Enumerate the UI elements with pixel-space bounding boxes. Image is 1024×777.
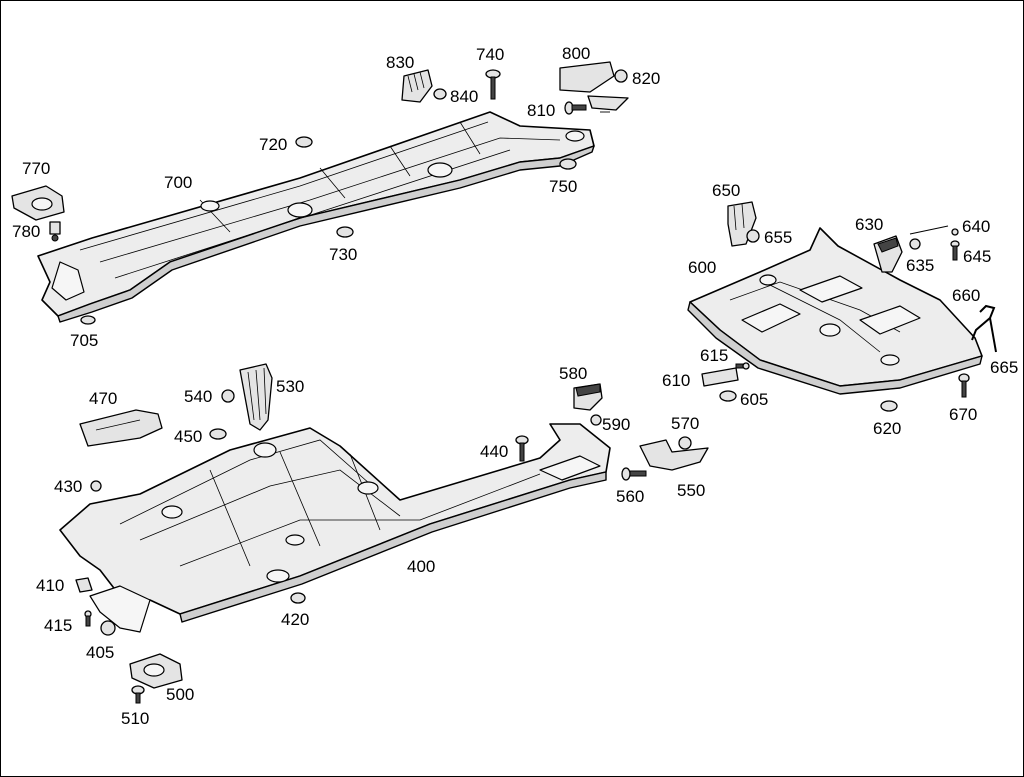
label-part-620: 620 xyxy=(873,419,902,438)
label-part-660: 660 xyxy=(952,286,981,305)
clip-610 xyxy=(701,367,739,387)
label-part-740: 740 xyxy=(476,45,505,64)
rubber-block-630 xyxy=(873,235,903,273)
label-part-780: 780 xyxy=(12,222,41,241)
label-part-500: 500 xyxy=(166,685,195,704)
label-part-405: 405 xyxy=(86,643,115,662)
nut-655 xyxy=(746,229,760,243)
nut-750 xyxy=(559,158,577,170)
screw-740 xyxy=(485,69,501,100)
rubber-block-580 xyxy=(573,383,603,411)
label-part-610: 610 xyxy=(662,371,691,390)
label-part-580: 580 xyxy=(559,364,588,383)
label-part-540: 540 xyxy=(184,387,213,406)
label-part-640: 640 xyxy=(962,217,991,236)
nut-705 xyxy=(80,315,96,325)
screw-440 xyxy=(515,435,529,462)
bracket-470 xyxy=(79,409,163,447)
bracket-770 xyxy=(11,185,65,221)
label-part-560: 560 xyxy=(616,487,645,506)
nut-605 xyxy=(719,390,737,402)
nut-570 xyxy=(678,436,692,450)
label-part-510: 510 xyxy=(121,709,150,728)
bracket-500 xyxy=(129,653,183,689)
label-part-820: 820 xyxy=(632,69,661,88)
nut-590 xyxy=(590,414,602,426)
clip-410 xyxy=(75,577,93,593)
label-part-670: 670 xyxy=(949,405,978,424)
nut-620 xyxy=(880,400,898,412)
label-part-720: 720 xyxy=(259,135,288,154)
label-part-645: 645 xyxy=(963,247,992,266)
label-part-400: 400 xyxy=(407,557,436,576)
nut-540 xyxy=(221,389,235,403)
washer-405 xyxy=(100,620,116,636)
leader-lines xyxy=(600,111,949,235)
label-part-440: 440 xyxy=(480,442,509,461)
washer-640 xyxy=(951,228,959,236)
nut-720 xyxy=(295,136,313,148)
label-part-415: 415 xyxy=(44,616,73,635)
label-part-570: 570 xyxy=(671,414,700,433)
side-panel-700 xyxy=(37,111,595,323)
nut-430 xyxy=(90,480,102,492)
label-part-770: 770 xyxy=(22,159,51,178)
main-panel-400 xyxy=(59,423,611,633)
bolt-670 xyxy=(958,373,970,398)
label-part-830: 830 xyxy=(386,53,415,72)
rubber-stop-530 xyxy=(239,363,273,431)
label-part-420: 420 xyxy=(281,610,310,629)
nut-730 xyxy=(336,226,354,238)
clip-780 xyxy=(49,221,61,242)
bolt-415 xyxy=(84,610,92,627)
bolt-645 xyxy=(950,240,960,261)
label-part-650: 650 xyxy=(712,181,741,200)
label-part-590: 590 xyxy=(602,415,631,434)
nut-820 xyxy=(614,69,628,83)
label-part-810: 810 xyxy=(527,101,556,120)
bolt-560 xyxy=(621,467,647,481)
label-part-800: 800 xyxy=(562,44,591,63)
label-part-550: 550 xyxy=(677,481,706,500)
bracket-800 xyxy=(559,61,629,111)
label-part-470: 470 xyxy=(89,389,118,408)
label-part-705: 705 xyxy=(70,331,99,350)
label-part-700: 700 xyxy=(164,173,193,192)
washer-450 xyxy=(209,428,227,440)
label-part-840: 840 xyxy=(450,87,479,106)
nut-840 xyxy=(433,88,447,100)
label-part-635: 635 xyxy=(906,256,935,275)
nut-635 xyxy=(909,238,921,250)
screw-510 xyxy=(131,685,145,704)
label-part-450: 450 xyxy=(174,427,203,446)
bracket-660 xyxy=(971,304,996,341)
screw-615 xyxy=(735,362,750,370)
rod-665 xyxy=(989,317,997,353)
label-part-600: 600 xyxy=(688,258,717,277)
label-part-615: 615 xyxy=(700,346,729,365)
label-part-665: 665 xyxy=(990,358,1019,377)
bracket-550 xyxy=(639,439,709,471)
label-part-410: 410 xyxy=(36,576,65,595)
rubber-block-830 xyxy=(401,69,433,103)
nut-420 xyxy=(290,592,306,604)
label-part-730: 730 xyxy=(329,245,358,264)
label-part-655: 655 xyxy=(764,228,793,247)
label-part-750: 750 xyxy=(549,177,578,196)
panel-600 xyxy=(687,227,983,395)
label-part-430: 430 xyxy=(54,477,83,496)
label-part-605: 605 xyxy=(740,390,769,409)
bolt-810 xyxy=(564,101,587,115)
label-part-530: 530 xyxy=(276,377,305,396)
label-part-630: 630 xyxy=(855,215,884,234)
